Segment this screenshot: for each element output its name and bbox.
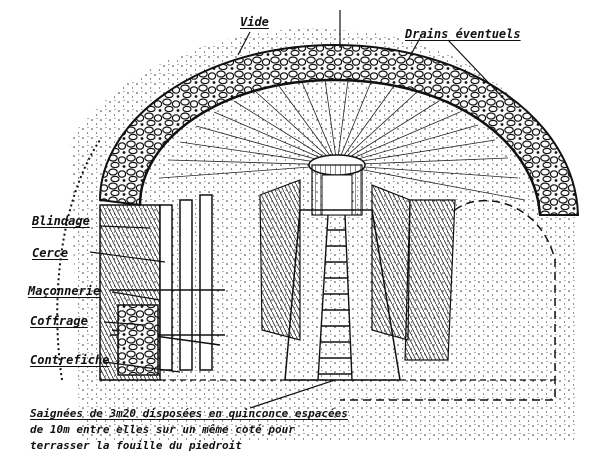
label-maconnerie: Maçonnerie [28,284,101,298]
caption: Saignées de 3m20 disposées en quinconce … [30,406,370,454]
vault-radial-lines [159,79,526,201]
right-trench-wall [371,184,411,341]
left-shoring [99,194,225,381]
label-blindage: Blindage [32,214,90,228]
label-vide: Vide [240,15,269,29]
label-drains-eventuels: Drains éventuels [405,27,521,41]
caption-line-3: terrasser la fouille du piedroit [30,439,242,452]
caption-line-1: Saignées de 3m20 disposées en quinconce … [30,407,348,420]
label-cerce: Cerce [32,246,69,260]
left-trench-wall [259,179,301,341]
label-coffrage: Coffrage [30,314,88,328]
ladder [317,214,353,381]
central-gallery [308,154,366,216]
excavation-outline [340,199,556,401]
pointer-lines [89,10,506,409]
caption-line-2: de 10m entre elles sur un même coté pour [30,423,295,436]
label-contrefiche: Contrefiche [30,353,110,367]
